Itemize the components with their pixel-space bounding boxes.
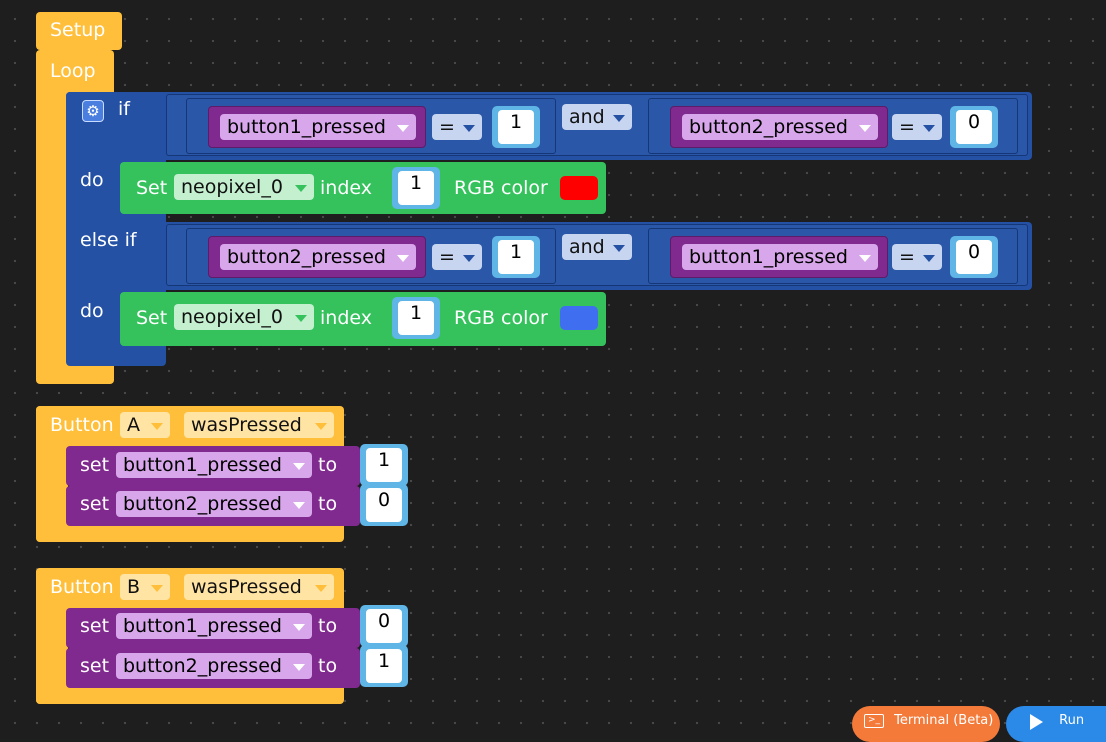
index-label: index <box>320 307 372 329</box>
number-block[interactable]: 1 <box>360 645 408 687</box>
number-value[interactable]: 1 <box>498 110 534 144</box>
number-block[interactable]: 1 <box>492 106 540 148</box>
logic-op-dropdown[interactable]: and <box>562 104 632 130</box>
chevron-down-icon <box>859 255 871 262</box>
var-dropdown[interactable]: button2_pressed <box>116 491 312 517</box>
chevron-down-icon <box>315 423 327 430</box>
rgb-color-label: RGB color <box>454 177 548 199</box>
rgb-color-label: RGB color <box>454 307 548 329</box>
number-value[interactable]: 1 <box>398 301 434 335</box>
if-label: if <box>118 98 130 120</box>
red-color-swatch[interactable] <box>560 176 598 200</box>
terminal-button[interactable]: >_ Terminal (Beta) <box>852 706 1000 742</box>
setup-block[interactable] <box>36 12 122 50</box>
number-block[interactable]: 1 <box>360 444 408 486</box>
operator-dropdown[interactable]: = <box>432 244 482 270</box>
chevron-down-icon <box>293 664 305 671</box>
chevron-down-icon <box>613 245 625 252</box>
chevron-down-icon <box>463 255 475 262</box>
number-value[interactable]: 1 <box>498 240 534 274</box>
chevron-down-icon <box>463 125 475 132</box>
chevron-down-icon <box>295 185 307 192</box>
set-label: set <box>80 615 110 637</box>
button-label: Button <box>50 414 114 436</box>
chevron-down-icon <box>923 255 935 262</box>
run-label: Run <box>1059 713 1085 728</box>
number-value[interactable]: 0 <box>956 110 992 144</box>
operator-dropdown[interactable]: = <box>892 244 942 270</box>
button-select-dropdown[interactable]: A <box>120 412 170 438</box>
chevron-down-icon <box>293 463 305 470</box>
number-value[interactable]: 0 <box>366 609 402 643</box>
chevron-down-icon <box>397 255 409 262</box>
chevron-down-icon <box>397 125 409 132</box>
number-block[interactable]: 0 <box>950 236 998 278</box>
number-block[interactable]: 0 <box>360 605 408 647</box>
button-b-event-foot <box>36 684 344 704</box>
set-label: set <box>80 655 110 677</box>
to-label: to <box>318 454 338 476</box>
event-dropdown[interactable]: wasPressed <box>184 412 334 438</box>
number-value[interactable]: 1 <box>398 171 434 205</box>
run-button[interactable]: Run <box>1006 706 1106 742</box>
do-label: do <box>80 169 104 191</box>
loop-label: Loop <box>50 60 96 82</box>
number-block[interactable]: 1 <box>392 167 440 209</box>
terminal-icon: >_ <box>864 714 884 728</box>
to-label: to <box>318 493 338 515</box>
device-dropdown[interactable]: neopixel_0 <box>174 304 314 330</box>
var-dropdown[interactable]: button2_pressed <box>682 114 878 140</box>
number-block[interactable]: 0 <box>360 484 408 526</box>
var-dropdown[interactable]: button1_pressed <box>116 452 312 478</box>
setup-label: Setup <box>50 19 106 41</box>
blue-color-swatch[interactable] <box>560 306 598 330</box>
button-select-dropdown[interactable]: B <box>120 574 170 600</box>
var-dropdown[interactable]: button1_pressed <box>220 114 416 140</box>
number-block[interactable]: 1 <box>492 236 540 278</box>
button-label: Button <box>50 576 114 598</box>
chevron-down-icon <box>859 125 871 132</box>
button-a-event-foot <box>36 522 344 542</box>
operator-dropdown[interactable]: = <box>432 114 482 140</box>
to-label: to <box>318 655 338 677</box>
gear-icon[interactable]: ⚙ <box>82 100 104 122</box>
play-icon <box>1030 714 1043 730</box>
number-block[interactable]: 0 <box>950 106 998 148</box>
chevron-down-icon <box>151 423 163 430</box>
set-label: Set <box>136 307 168 329</box>
number-value[interactable]: 0 <box>956 240 992 274</box>
var-dropdown[interactable]: button1_pressed <box>682 244 878 270</box>
number-value[interactable]: 1 <box>366 448 402 482</box>
do2-label: do <box>80 300 104 322</box>
chevron-down-icon <box>315 585 327 592</box>
set-label: set <box>80 493 110 515</box>
number-value[interactable]: 1 <box>366 649 402 683</box>
operator-dropdown[interactable]: = <box>892 114 942 140</box>
var-dropdown[interactable]: button2_pressed <box>220 244 416 270</box>
chevron-down-icon <box>293 624 305 631</box>
event-dropdown[interactable]: wasPressed <box>184 574 334 600</box>
chevron-down-icon <box>293 502 305 509</box>
else-if-label: else if <box>80 229 137 251</box>
var-dropdown[interactable]: button2_pressed <box>116 653 312 679</box>
chevron-down-icon <box>151 585 163 592</box>
to-label: to <box>318 615 338 637</box>
chevron-down-icon <box>295 315 307 322</box>
set-label: Set <box>136 177 168 199</box>
set-label: set <box>80 454 110 476</box>
terminal-label: Terminal (Beta) <box>894 713 994 728</box>
chevron-down-icon <box>923 125 935 132</box>
logic-op-dropdown[interactable]: and <box>562 234 632 260</box>
button-b-event-spine <box>36 568 68 704</box>
number-block[interactable]: 1 <box>392 297 440 339</box>
number-value[interactable]: 0 <box>366 488 402 522</box>
var-dropdown[interactable]: button1_pressed <box>116 613 312 639</box>
device-dropdown[interactable]: neopixel_0 <box>174 174 314 200</box>
chevron-down-icon <box>613 115 625 122</box>
button-a-event-spine <box>36 406 68 542</box>
index-label: index <box>320 177 372 199</box>
